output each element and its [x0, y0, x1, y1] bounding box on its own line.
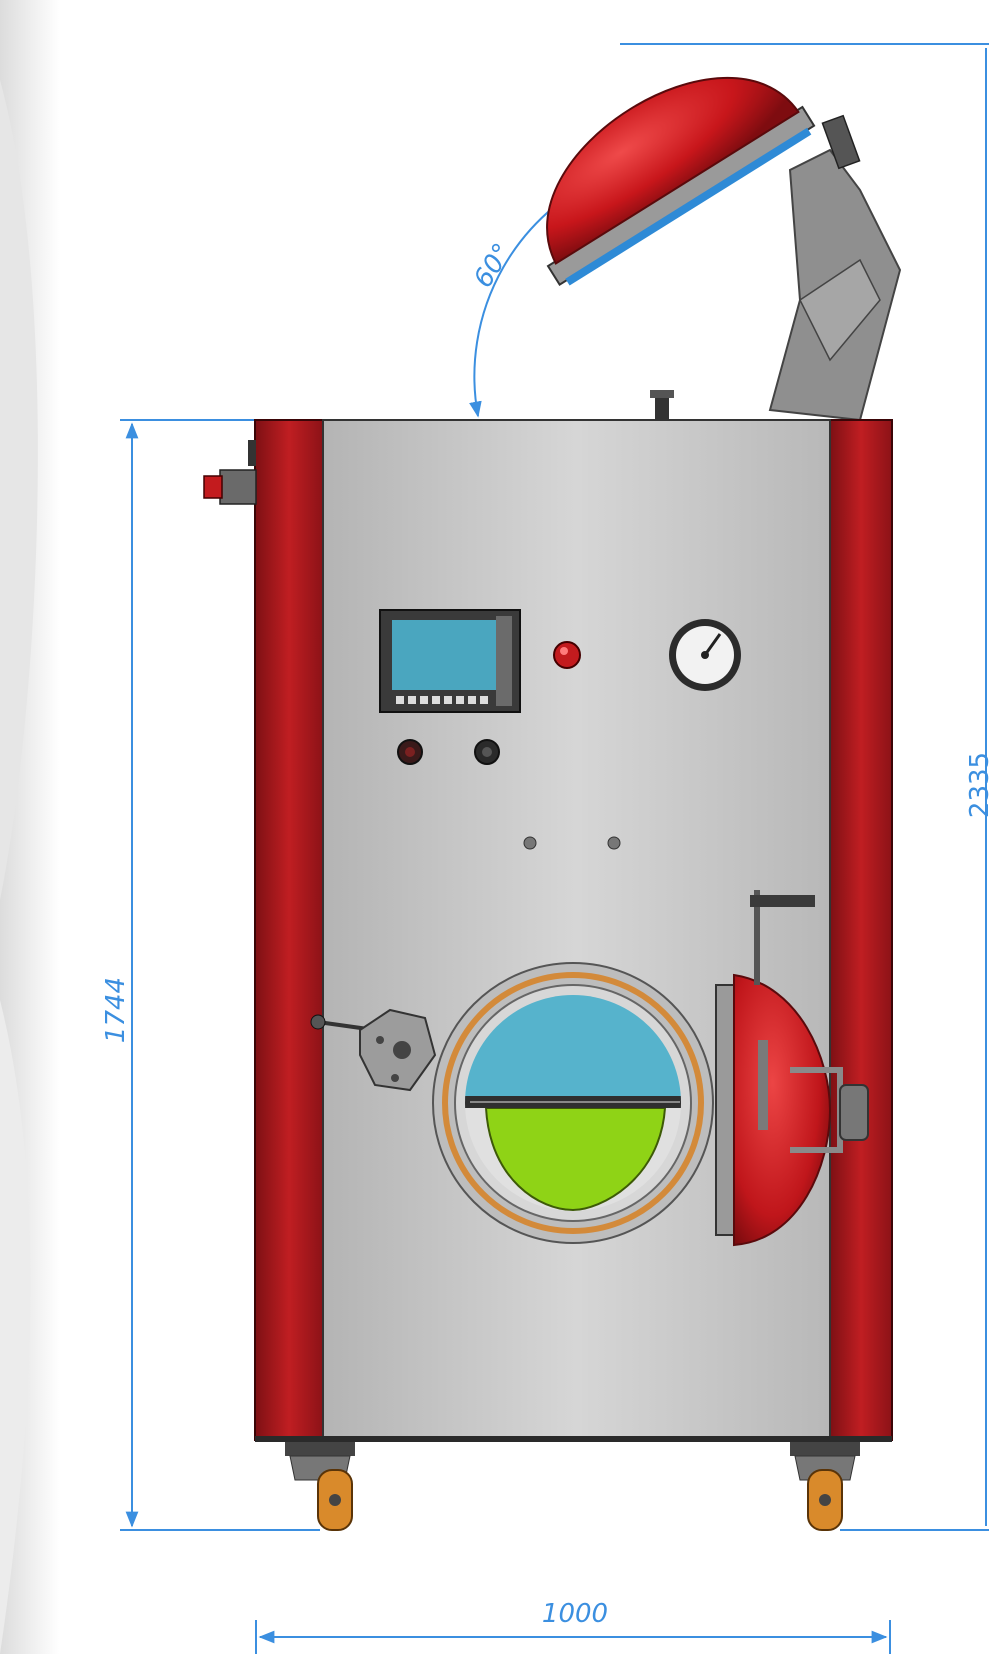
panel-screw-left	[523, 836, 537, 850]
dim-2335-label: 2335	[965, 752, 989, 818]
left-side-panel	[254, 419, 324, 1441]
caster-right	[790, 1442, 860, 1531]
dim-1000-label: 1000	[542, 1599, 608, 1629]
lid-dome	[546, 77, 800, 265]
pressure-gauge-icon	[669, 619, 741, 691]
machine-body	[254, 419, 893, 1442]
top-lid-assembly	[546, 77, 902, 422]
caster-left	[285, 1442, 355, 1531]
top-valve	[655, 398, 669, 420]
panel-screw-right	[607, 836, 621, 850]
side-lever-assembly	[310, 1008, 437, 1092]
background-swoosh	[0, 80, 38, 900]
right-side-panel	[829, 419, 893, 1441]
hmi-display	[392, 620, 496, 690]
control-buttons	[397, 739, 500, 765]
front-panel	[322, 419, 831, 1441]
touch-screen-hmi	[379, 609, 521, 713]
front-door	[715, 890, 869, 1247]
indicator-lamp-icon	[553, 641, 581, 669]
emergency-stop-button	[203, 440, 257, 505]
chamber-contents	[484, 1107, 667, 1211]
dim-1744-label: 1744	[101, 977, 131, 1043]
chamber-opening	[432, 962, 714, 1244]
